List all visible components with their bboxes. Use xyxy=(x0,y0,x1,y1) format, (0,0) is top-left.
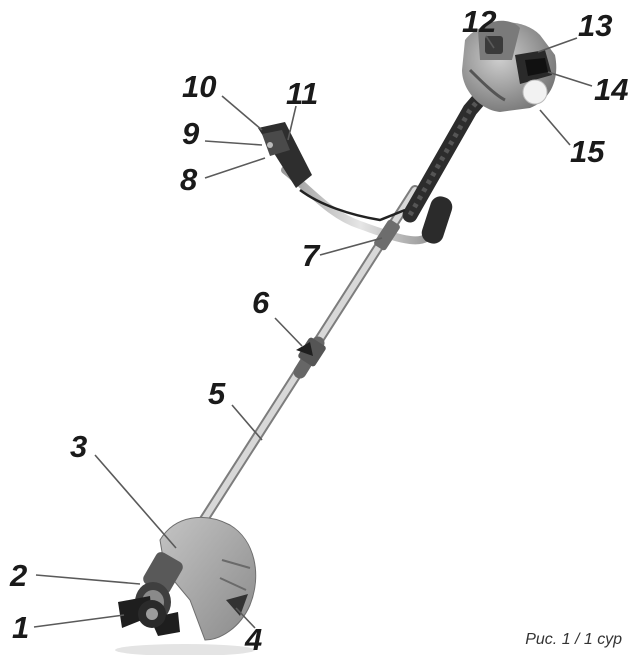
callout-13: 13 xyxy=(578,8,612,43)
callout-14: 14 xyxy=(594,72,628,107)
callout-7: 7 xyxy=(302,238,321,273)
ground-shadow xyxy=(115,644,255,655)
callout-8: 8 xyxy=(180,162,198,197)
callout-9: 9 xyxy=(182,116,200,151)
callout-5: 5 xyxy=(208,376,226,411)
callout-6: 6 xyxy=(252,285,270,320)
callout-12: 12 xyxy=(462,4,496,39)
callout-2: 2 xyxy=(9,558,27,593)
callout-10: 10 xyxy=(182,69,216,104)
leader-lines xyxy=(34,36,592,628)
figure-caption: Рис. 1 / 1 сур xyxy=(525,631,622,649)
callout-1: 1 xyxy=(12,610,29,645)
callout-15: 15 xyxy=(570,134,605,169)
callout-11: 11 xyxy=(286,76,318,111)
callout-4: 4 xyxy=(244,622,262,655)
callout-3: 3 xyxy=(70,429,87,464)
